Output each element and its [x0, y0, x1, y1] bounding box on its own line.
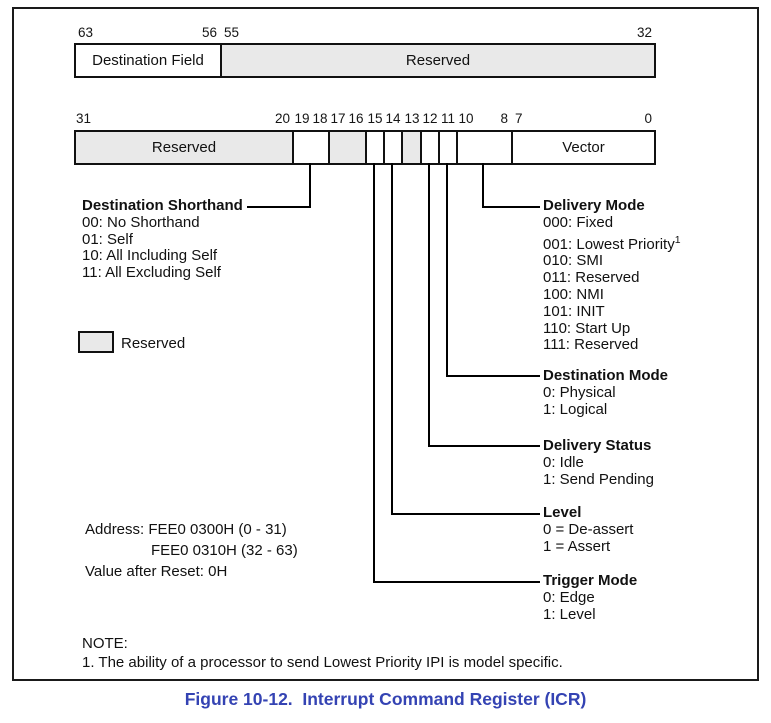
address-line-1: Address: FEE0 0300H (0 - 31)	[85, 521, 287, 538]
note-block: NOTE: 1. The ability of a processor to s…	[82, 634, 563, 672]
level-block: Level 0 = De-assert 1 = Assert	[543, 504, 634, 555]
field-reserved-55-32: Reserved	[220, 43, 656, 78]
figure-caption: Figure 10-12. Interrupt Command Register…	[184, 689, 587, 709]
trigger-mode-option: 1: Level	[543, 605, 596, 623]
trigger-mode-title: Trigger Mode	[543, 572, 638, 589]
level-option: 0 = De-assert	[543, 520, 634, 538]
field-vector-7-0: Vector	[511, 130, 656, 165]
bit-label-15: 15	[367, 111, 383, 126]
trigger-mode-block: Trigger Mode 0: Edge 1: Level	[543, 572, 638, 623]
bit-label-17: 17	[330, 111, 346, 126]
field-destination-mode-11	[438, 130, 458, 165]
bit-label-11: 11	[440, 111, 455, 126]
field-destination-shorthand-19-18	[292, 130, 330, 165]
bit-label-10: 10	[458, 111, 474, 126]
destination-shorthand-title: Destination Shorthand	[82, 197, 243, 214]
connector-destination-shorthand-horizontal	[247, 206, 311, 208]
field-reserved-17-16	[328, 130, 367, 165]
bit-label-16: 16	[348, 111, 364, 126]
bit-label-32: 32	[636, 25, 652, 40]
connector-level-horizontal	[391, 513, 540, 515]
connector-delivery-mode-vertical	[482, 163, 484, 208]
delivery-status-block: Delivery Status 0: Idle 1: Send Pending	[543, 437, 654, 488]
destination-shorthand-block: Destination Shorthand 00: No Shorthand 0…	[82, 197, 243, 282]
field-vector-label: Vector	[562, 139, 605, 156]
field-level-14	[383, 130, 403, 165]
delivery-mode-option: 111: Reserved	[543, 336, 639, 354]
figure-border	[12, 7, 759, 681]
delivery-mode-option-text: 001: Lowest Priority	[543, 235, 675, 253]
bit-label-20: 20	[274, 111, 290, 126]
connector-destination-shorthand-vertical	[309, 163, 311, 208]
destination-shorthand-option: 00: No Shorthand	[82, 213, 200, 231]
destination-mode-block: Destination Mode 0: Physical 1: Logical	[543, 367, 669, 418]
level-option: 1 = Assert	[543, 537, 611, 555]
register-low-31-0: Reserved Vector	[74, 130, 656, 165]
connector-delivery-mode-horizontal	[482, 206, 540, 208]
reserved-legend-label: Reserved	[121, 335, 186, 352]
delivery-mode-block: Delivery Mode 000: Fixed 001: Lowest Pri…	[543, 197, 681, 354]
delivery-mode-option: 010: SMI	[543, 252, 604, 270]
trigger-mode-option: 0: Edge	[543, 588, 595, 606]
field-trigger-mode-15	[365, 130, 385, 165]
connector-trigger-mode-vertical	[373, 163, 375, 583]
field-destination-field: Destination Field	[74, 43, 222, 78]
bit-label-31: 31	[76, 111, 92, 126]
level-title: Level	[543, 504, 582, 521]
delivery-status-title: Delivery Status	[543, 437, 652, 454]
address-block: Address: FEE0 0300H (0 - 31) FEE0 0310H …	[85, 519, 298, 582]
field-reserved-55-32-label: Reserved	[405, 52, 471, 69]
destination-mode-option: 0: Physical	[543, 383, 616, 401]
field-reserved-31-20-label: Reserved	[151, 139, 217, 156]
bit-label-19: 19	[294, 111, 310, 126]
bit-label-7: 7	[515, 111, 523, 126]
destination-shorthand-option: 01: Self	[82, 230, 133, 248]
delivery-status-option: 0: Idle	[543, 453, 584, 471]
field-reserved-13	[401, 130, 422, 165]
destination-shorthand-option: 10: All Including Self	[82, 247, 218, 265]
connector-trigger-mode-horizontal	[373, 581, 540, 583]
connector-delivery-status-horizontal	[428, 445, 540, 447]
delivery-mode-title: Delivery Mode	[543, 197, 645, 214]
bit-label-14: 14	[385, 111, 401, 126]
connector-level-vertical	[391, 163, 393, 515]
field-delivery-mode-10-8	[456, 130, 513, 165]
bit-label-8: 8	[500, 111, 508, 126]
bit-label-0: 0	[644, 111, 652, 126]
bit-label-63: 63	[78, 25, 94, 40]
reserved-legend-swatch	[78, 331, 114, 353]
connector-destination-mode-vertical	[446, 163, 448, 377]
destination-mode-option: 1: Logical	[543, 400, 608, 418]
footnote-marker: 1	[674, 233, 681, 246]
note-title: NOTE:	[82, 635, 128, 652]
reset-value-line: Value after Reset: 0H	[85, 563, 228, 580]
delivery-status-option: 1: Send Pending	[543, 470, 654, 488]
destination-mode-title: Destination Mode	[543, 367, 669, 384]
delivery-mode-option: 001: Lowest Priority1	[543, 232, 681, 254]
destination-shorthand-option: 11: All Excluding Self	[82, 264, 221, 282]
bit-label-13: 13	[404, 111, 420, 126]
connector-delivery-status-vertical	[428, 163, 430, 447]
field-reserved-31-20: Reserved	[74, 130, 294, 165]
delivery-mode-option: 110: Start Up	[543, 319, 631, 337]
bit-label-12: 12	[422, 111, 438, 126]
delivery-mode-option: 101: INIT	[543, 302, 605, 320]
delivery-mode-option: 000: Fixed	[543, 213, 614, 231]
connector-destination-mode-horizontal	[446, 375, 540, 377]
note-body: 1. The ability of a processor to send Lo…	[82, 654, 563, 671]
register-high-63-32: Destination Field Reserved	[74, 43, 656, 78]
address-line-2: FEE0 0310H (32 - 63)	[151, 542, 298, 559]
field-delivery-status-12	[420, 130, 440, 165]
bit-label-18: 18	[312, 111, 328, 126]
bit-label-55: 55	[224, 25, 240, 40]
delivery-mode-option: 011: Reserved	[543, 269, 640, 287]
delivery-mode-option: 100: NMI	[543, 285, 604, 303]
field-destination-field-label: Destination Field	[92, 52, 204, 69]
bit-label-56: 56	[201, 25, 217, 40]
